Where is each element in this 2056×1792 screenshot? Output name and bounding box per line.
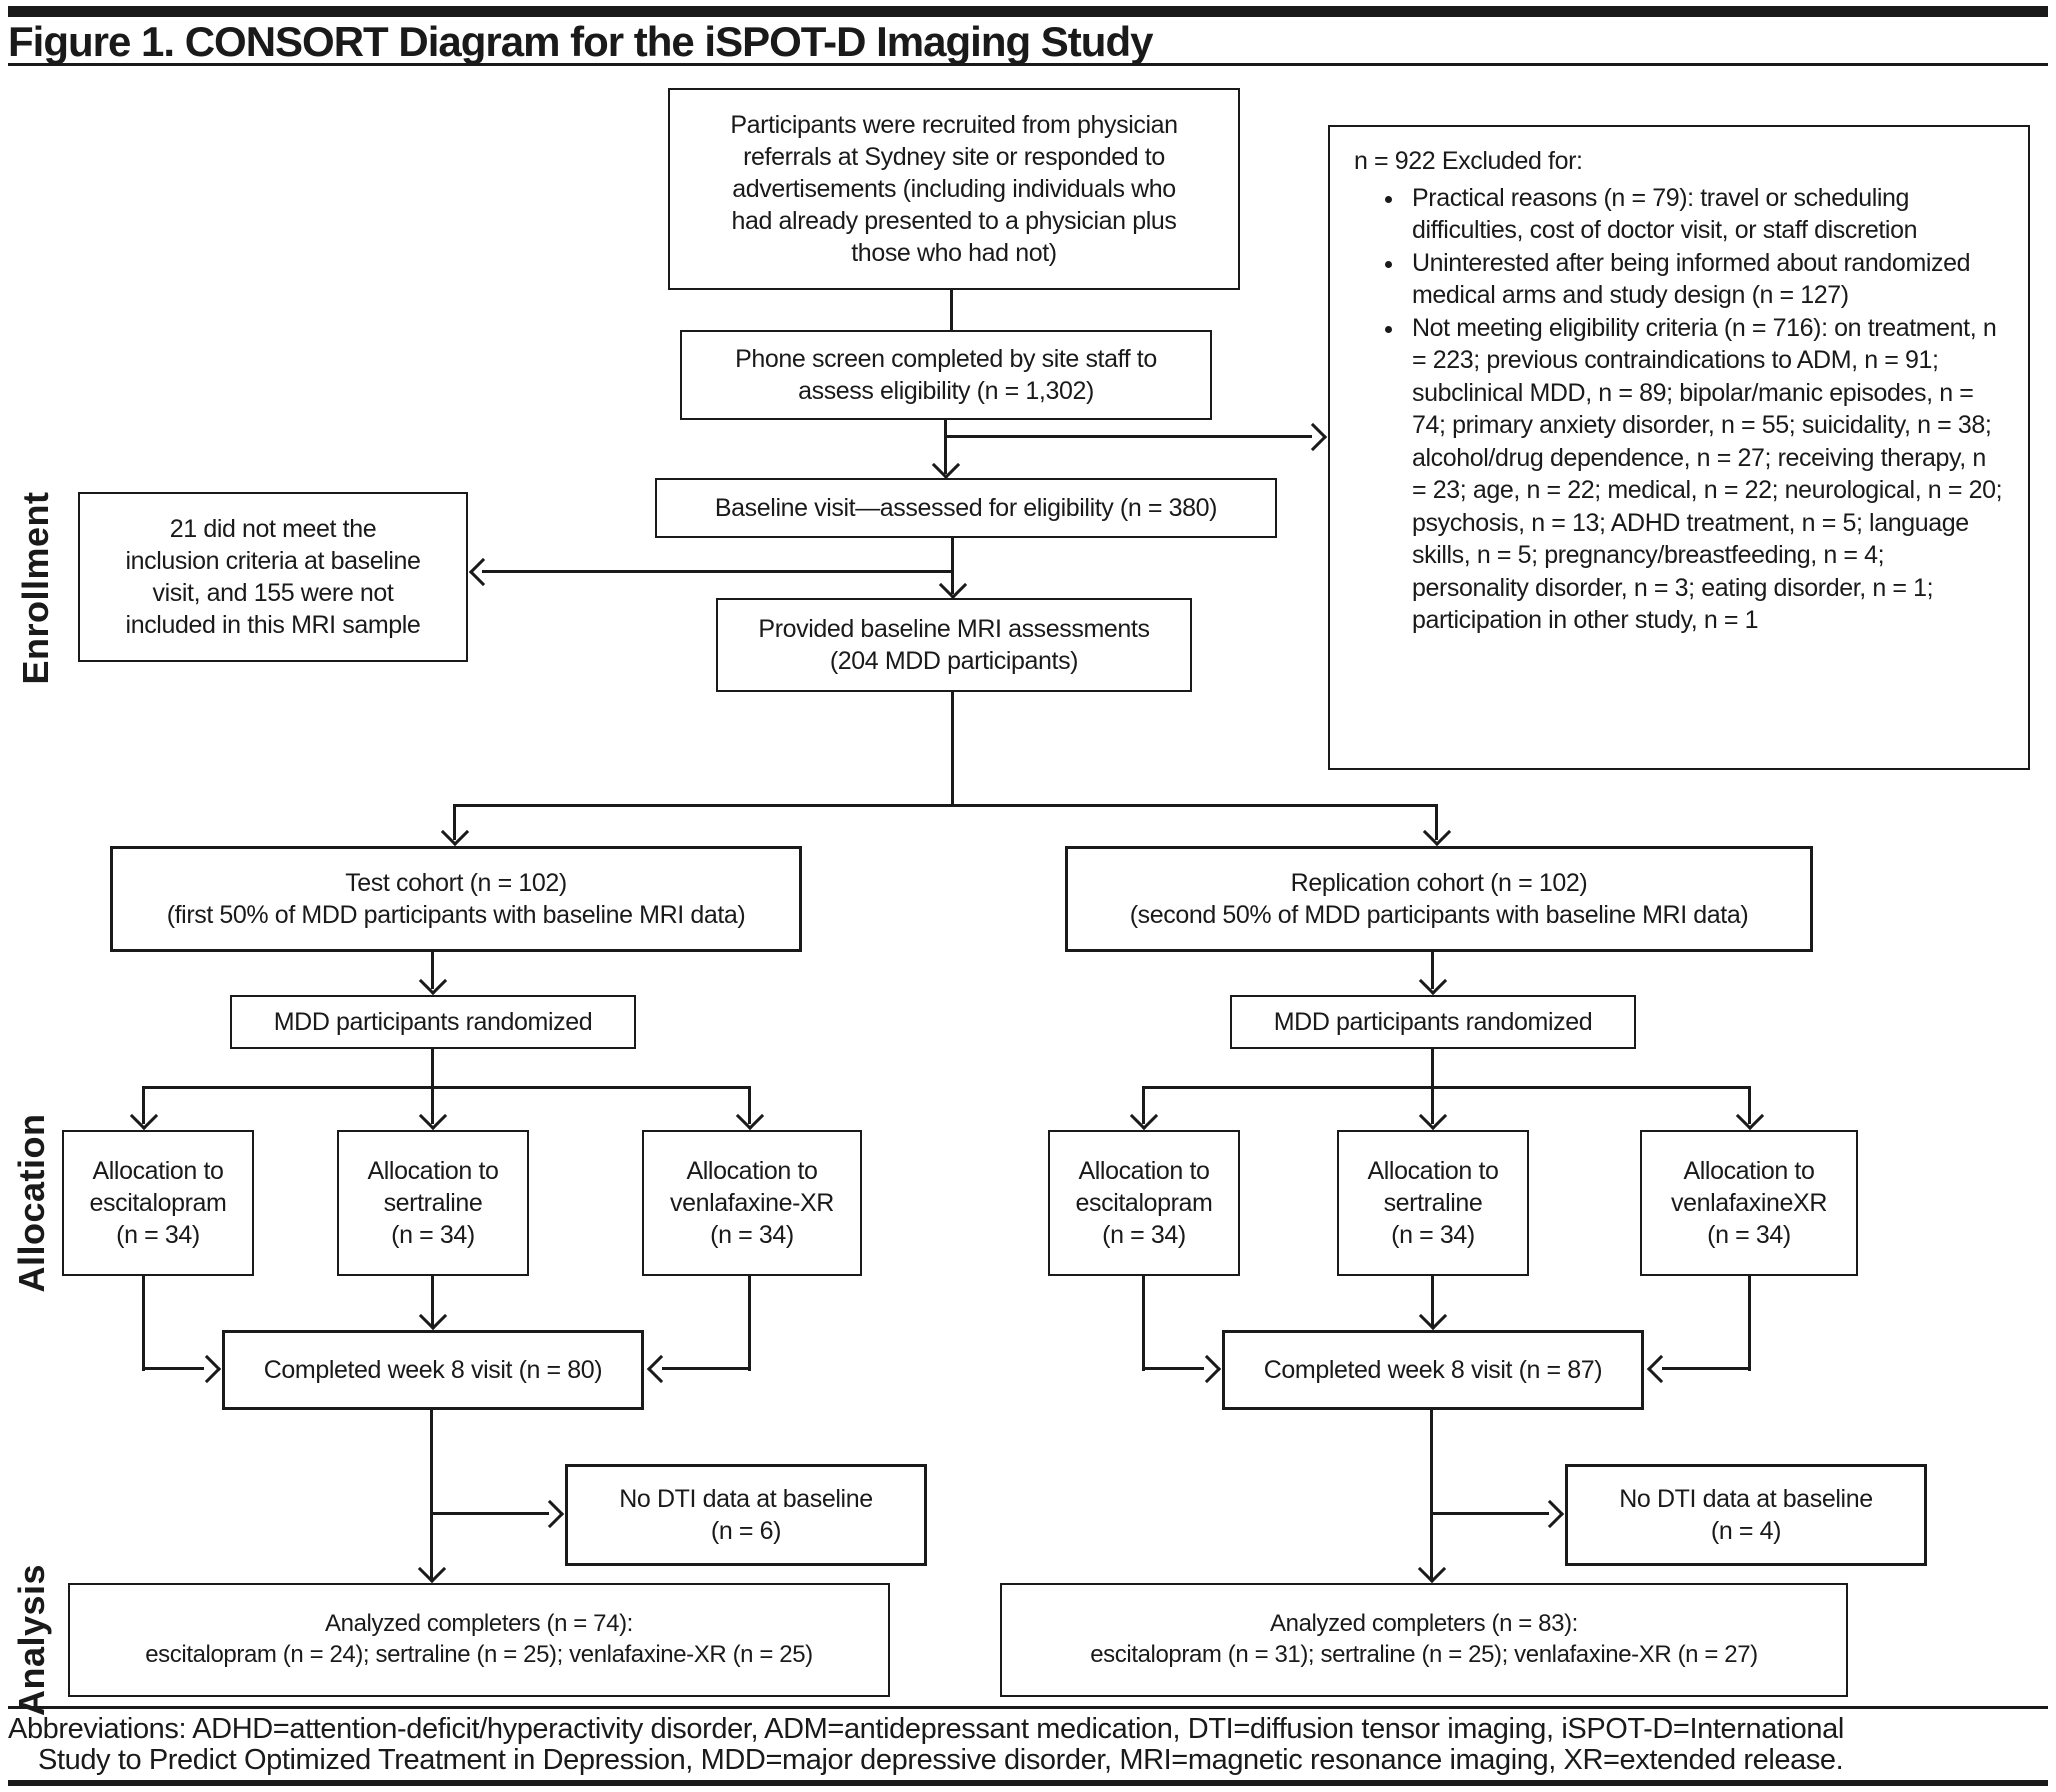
arrow-down-icon <box>938 570 968 600</box>
connector-line <box>1748 1086 1751 1124</box>
figure-title: Figure 1. CONSORT Diagram for the iSPOT-… <box>8 18 1153 65</box>
connector-line <box>142 1367 204 1370</box>
arrow-down-icon <box>1418 1301 1448 1331</box>
connector-line <box>431 952 434 989</box>
connector-line <box>748 1276 751 1371</box>
connector-line <box>430 1410 433 1579</box>
analyzed-left-box: Analyzed completers (n = 74): escitalopr… <box>68 1583 890 1697</box>
excluded-box: n = 922 Excluded for: Practical reasons … <box>1328 125 2030 770</box>
footer-top-rule <box>8 1706 2048 1709</box>
arrow-down-icon <box>418 966 448 996</box>
arrow-right-icon <box>1535 1499 1565 1529</box>
connector-line <box>1662 1367 1750 1370</box>
arrow-down-icon <box>440 817 470 847</box>
section-label-allocation: Allocation <box>11 1113 52 1293</box>
not-included-box: 21 did not meet the inclusion criteria a… <box>78 492 468 662</box>
replication-cohort-box: Replication cohort (n = 102) (second 50%… <box>1065 846 1813 952</box>
connector-line <box>1431 1276 1434 1326</box>
phone-screen-box: Phone screen completed by site staff to … <box>680 330 1212 420</box>
arrow-down-icon <box>1417 1554 1447 1584</box>
allocation-sertraline-right-box: Allocation to sertraline (n = 34) <box>1337 1130 1529 1276</box>
mri-assessments-box: Provided baseline MRI assessments (204 M… <box>716 598 1192 692</box>
excluded-item: Practical reasons (n = 79): travel or sc… <box>1406 182 2004 247</box>
test-cohort-box: Test cohort (n = 102) (first 50% of MDD … <box>110 846 802 952</box>
connector-line <box>1430 1410 1433 1579</box>
connector-line <box>748 1086 751 1124</box>
arrow-right-icon <box>1298 422 1328 452</box>
connector-line <box>431 1086 434 1124</box>
connector-line <box>1435 804 1438 840</box>
connector-line <box>1431 1086 1434 1124</box>
connector-line <box>951 538 954 594</box>
section-label-analysis: Analysis <box>11 1563 52 1717</box>
connector-line <box>142 1086 751 1089</box>
connector-line <box>1142 1086 1145 1124</box>
arrow-down-icon <box>1735 1101 1765 1131</box>
connector-line <box>944 420 947 474</box>
connector-line <box>1748 1276 1751 1371</box>
connector-line <box>1432 1512 1549 1515</box>
excluded-item: Not meeting eligibility criteria (n = 71… <box>1406 312 2004 637</box>
connector-line <box>950 290 953 330</box>
allocation-sertraline-left-box: Allocation to sertraline (n = 34) <box>337 1130 529 1276</box>
completed-week8-right-box: Completed week 8 visit (n = 87) <box>1222 1330 1644 1410</box>
allocation-escitalopram-left-box: Allocation to escitalopram (n = 34) <box>62 1130 254 1276</box>
excluded-item: Uninterested after being informed about … <box>1406 247 2004 312</box>
arrow-down-icon <box>1422 817 1452 847</box>
arrow-down-icon <box>129 1101 159 1131</box>
arrow-down-icon <box>418 1301 448 1331</box>
allocation-venlafaxine-right-box: Allocation to venlafaxineXR (n = 34) <box>1640 1130 1858 1276</box>
connector-line <box>453 804 1437 807</box>
allocation-venlafaxine-left-box: Allocation to venlafaxine-XR (n = 34) <box>642 1130 862 1276</box>
arrow-down-icon <box>417 1554 447 1584</box>
connector-line <box>1142 1367 1204 1370</box>
title-underline <box>8 63 2048 66</box>
connector-line <box>1142 1276 1145 1371</box>
arrow-down-icon <box>1418 1101 1448 1131</box>
abbreviations-note: Abbreviations: ADHD=attention-deficit/hy… <box>8 1713 1844 1777</box>
arrow-down-icon <box>418 1101 448 1131</box>
randomized-left-box: MDD participants randomized <box>230 995 636 1049</box>
arrow-left-icon <box>646 1354 676 1384</box>
connector-line <box>951 692 954 806</box>
connector-line <box>431 1049 434 1089</box>
connector-line <box>1431 1049 1434 1089</box>
connector-line <box>662 1367 750 1370</box>
section-label-enrollment: Enrollment <box>15 491 56 685</box>
randomized-right-box: MDD participants randomized <box>1230 995 1636 1049</box>
top-rule <box>8 6 2048 17</box>
arrow-down-icon <box>1418 966 1448 996</box>
arrow-down-icon <box>735 1101 765 1131</box>
no-dti-left-box: No DTI data at baseline (n = 6) <box>565 1464 927 1566</box>
arrow-left-icon <box>1646 1354 1676 1384</box>
analyzed-right-box: Analyzed completers (n = 83): escitalopr… <box>1000 1583 1848 1697</box>
connector-line <box>432 1512 549 1515</box>
connector-line <box>1142 1086 1751 1089</box>
footer-bottom-rule <box>8 1780 2048 1786</box>
connector-line <box>431 1276 434 1326</box>
baseline-visit-box: Baseline visit—assessed for eligibility … <box>655 478 1277 538</box>
connector-line <box>946 435 1312 438</box>
recruitment-box: Participants were recruited from physici… <box>668 88 1240 290</box>
allocation-escitalopram-right-box: Allocation to escitalopram (n = 34) <box>1048 1130 1240 1276</box>
arrow-down-icon <box>1129 1101 1159 1131</box>
connector-line <box>142 1276 145 1371</box>
excluded-list: Practical reasons (n = 79): travel or sc… <box>1354 182 2004 637</box>
excluded-title: n = 922 Excluded for: <box>1354 147 1583 175</box>
no-dti-right-box: No DTI data at baseline (n = 4) <box>1565 1464 1927 1566</box>
connector-line <box>482 570 953 573</box>
arrow-right-icon <box>535 1499 565 1529</box>
arrow-down-icon <box>931 450 961 480</box>
arrow-right-icon <box>192 1354 222 1384</box>
connector-line <box>1431 952 1434 989</box>
completed-week8-left-box: Completed week 8 visit (n = 80) <box>222 1330 644 1410</box>
arrow-left-icon <box>468 557 498 587</box>
arrow-right-icon <box>1192 1354 1222 1384</box>
connector-line <box>453 804 456 840</box>
connector-line <box>142 1086 145 1124</box>
